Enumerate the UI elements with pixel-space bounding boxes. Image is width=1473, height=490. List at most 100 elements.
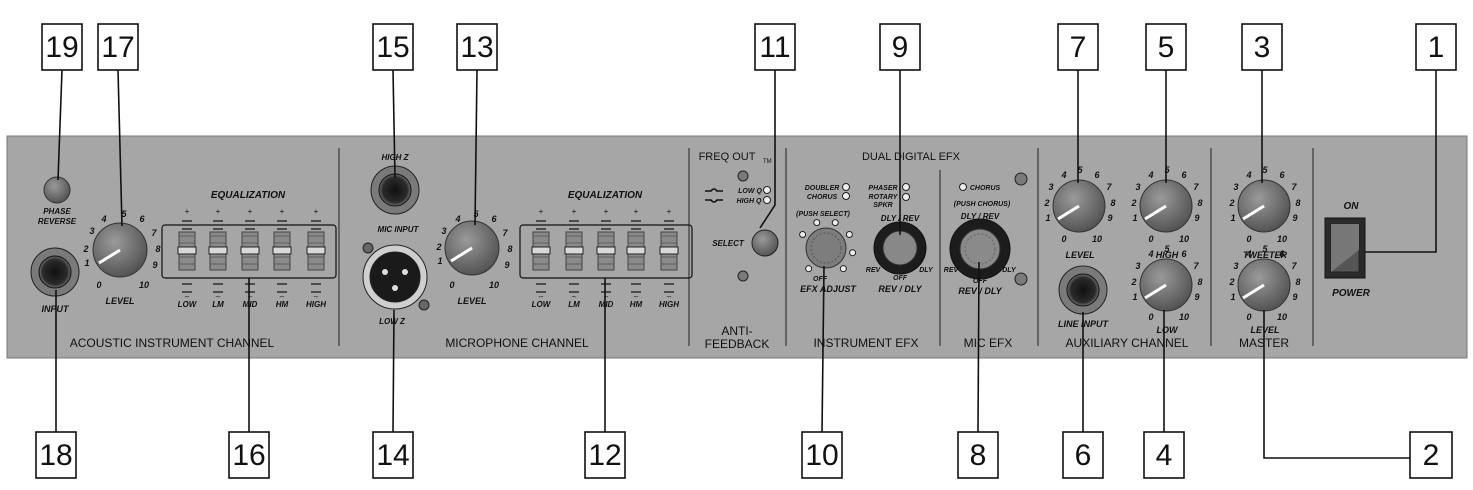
plus-mark: +: [185, 207, 190, 216]
callout-18: 18: [35, 431, 77, 479]
plus-mark: +: [314, 207, 319, 216]
mic-efx-led: [1014, 172, 1028, 186]
eq-slider-hm[interactable]: +–: [626, 207, 646, 301]
phaser-led: [902, 183, 910, 191]
knob-scale-9: 9: [1292, 213, 1297, 223]
callout-number: 3: [1254, 31, 1271, 64]
power-switch[interactable]: [1324, 217, 1366, 279]
callout-number: 7: [1070, 31, 1087, 64]
chorus-label: CHORUS: [807, 194, 838, 201]
tweeter-label: TWEETER: [1243, 250, 1287, 260]
callout-13: 13: [456, 23, 498, 71]
efx-adjust-encoder[interactable]: [799, 219, 857, 273]
knob-scale-6: 6: [1181, 170, 1187, 180]
efx-led: [845, 231, 853, 238]
callout-11: 11: [754, 23, 796, 71]
eq-band-mid: MID: [599, 300, 614, 309]
eq-band-low: LOW: [178, 300, 198, 309]
eq-slider-high[interactable]: +–: [306, 207, 326, 301]
anti-feedback-select-button[interactable]: [751, 229, 779, 257]
aux-level-knob[interactable]: [1052, 179, 1106, 233]
eq-band-high: HIGH: [659, 300, 679, 309]
callout-number: 5: [1158, 31, 1175, 64]
mic-chorus-led: [959, 183, 967, 191]
tweeter-knob[interactable]: [1237, 179, 1291, 233]
callout-1: 1: [1415, 23, 1457, 71]
callout-7: 7: [1057, 23, 1099, 71]
knob-scale-9: 9: [504, 260, 509, 270]
mic-rev-dly-knob[interactable]: [949, 218, 1011, 280]
doubler-led: [842, 183, 850, 191]
knob-scale-7: 7: [1193, 182, 1199, 192]
phase-reverse-button[interactable]: [43, 176, 71, 204]
knob-scale-0: 0: [1246, 234, 1251, 244]
callout-number: 6: [1075, 439, 1092, 472]
eq-frame: [519, 224, 693, 279]
knob-scale-10: 10: [1179, 234, 1189, 244]
knob-scale-4: 4: [1060, 170, 1066, 180]
instrument-rev-dly-knob[interactable]: [873, 221, 927, 275]
callout-10: 10: [801, 431, 843, 479]
knob-scale-2: 2: [1228, 198, 1234, 208]
efx-adjust-label: EFX ADJUST: [800, 284, 857, 294]
knob-scale-5: 5: [1262, 165, 1268, 175]
jack-hole: [38, 255, 72, 289]
knob-scale-6: 6: [1094, 170, 1100, 180]
high-q-label: HIGH Q: [737, 198, 762, 205]
xlr-mic-input[interactable]: [362, 244, 428, 310]
eq-slider-low[interactable]: +–: [177, 207, 197, 301]
callout-number: 1: [1428, 31, 1445, 64]
mic-level-knob[interactable]: [444, 220, 500, 276]
aux-low-knob[interactable]: [1139, 258, 1193, 312]
knob-scale-3: 3: [441, 226, 446, 236]
section-mic-efx: MIC EFX: [964, 336, 1013, 350]
knob-scale-0: 0: [1148, 312, 1153, 322]
equalization-label: EQUALIZATION: [568, 190, 643, 201]
off-label: OFF: [973, 278, 988, 285]
knob-scale-4: 4: [1245, 249, 1251, 259]
eq-band-mid: MID: [243, 300, 258, 309]
callout-9: 9: [879, 23, 921, 71]
low-z-label: LOW Z: [379, 317, 406, 326]
knob-scale-8: 8: [507, 244, 512, 254]
knob-scale-10: 10: [139, 280, 149, 290]
knob-scale-6: 6: [1181, 249, 1187, 259]
knob-scale-6: 6: [139, 214, 145, 224]
plus-mark: +: [539, 207, 544, 216]
knob-scale-1: 1: [1132, 292, 1137, 302]
eq-slider-lm[interactable]: +–: [564, 207, 584, 301]
off-label: OFF: [813, 276, 828, 283]
eq-slider-low[interactable]: +–: [531, 207, 551, 301]
leader-lines: [55, 69, 1437, 459]
plus-mark: +: [667, 207, 672, 216]
power-label: POWER: [1332, 288, 1371, 299]
callout-number: 19: [45, 31, 78, 64]
eq-slider-mid[interactable]: +–: [596, 207, 616, 301]
eq-band-hm: HM: [630, 300, 643, 309]
aux-high-knob[interactable]: [1139, 179, 1193, 233]
screw: [362, 242, 374, 254]
section-microphone: MICROPHONE CHANNEL: [445, 336, 589, 350]
knob-scale-2: 2: [1130, 198, 1136, 208]
eq-slider-mid[interactable]: +–: [240, 207, 260, 301]
callout-number: 14: [376, 439, 409, 472]
eq-slider-high[interactable]: +–: [659, 207, 679, 301]
plus-mark: +: [248, 207, 253, 216]
callout-number: 18: [39, 439, 72, 472]
knob-scale-8: 8: [1197, 277, 1202, 287]
eq-slider-hm[interactable]: +–: [272, 207, 292, 301]
trademark-label: TM: [763, 159, 772, 165]
plus-mark: +: [280, 207, 285, 216]
rev-label: REV: [866, 267, 882, 274]
minus-mark: –: [667, 292, 672, 301]
jack-hole: [378, 173, 412, 207]
eq-slider-lm[interactable]: +–: [208, 207, 228, 301]
minus-mark: –: [634, 292, 639, 301]
knob-scale-9: 9: [1194, 213, 1199, 223]
chorus-led: [842, 192, 850, 200]
acoustic-level-knob[interactable]: [92, 222, 148, 278]
knob-scale-9: 9: [1194, 292, 1199, 302]
callout-number: 17: [101, 31, 134, 64]
low-q-curve-icon: [705, 188, 723, 192]
master-level-knob[interactable]: [1237, 258, 1291, 312]
